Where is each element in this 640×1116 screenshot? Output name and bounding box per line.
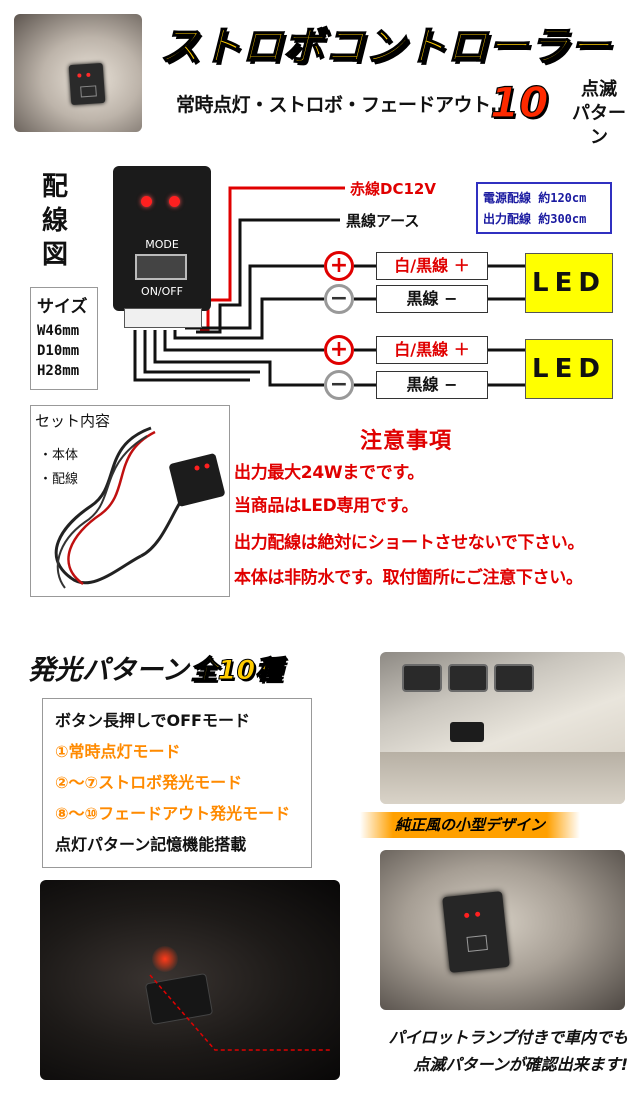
- led-box-1: LED: [525, 253, 613, 313]
- caution-item-1: 出力最大24Wまでです。: [234, 463, 425, 483]
- black-ground-wire: [196, 218, 340, 334]
- dash-vent-left: [402, 664, 442, 692]
- mode-off: ボタン長押しでOFFモード: [55, 711, 250, 730]
- pattern-unit-line2: パターン: [572, 103, 626, 148]
- night-photo: [40, 880, 340, 1080]
- output2-minus-symbol: −: [324, 370, 354, 400]
- installed-switch: [450, 722, 484, 742]
- output2-plus-label: 白/黒線 ＋: [376, 336, 488, 364]
- output2-minus-label: 黒線 −: [376, 371, 488, 399]
- cable-length-specs: 電源配線 約120cm 出力配線 約300cm: [476, 182, 612, 234]
- header-product-photo: [14, 14, 142, 132]
- size-box: サイズ W46mm D10mm H28mm: [30, 287, 98, 390]
- size-height: H28mm: [37, 363, 80, 379]
- device-onoff-label: ON/OFF: [141, 285, 183, 298]
- wiring-diagram-title: 配線図: [41, 172, 68, 270]
- wiring-lines: [133, 186, 525, 387]
- mode-memory: 点灯パターン記憶機能搭載: [55, 835, 247, 854]
- output1-plus-label: 白/黒線 ＋: [376, 252, 488, 280]
- output2-plus-wire: [163, 330, 324, 352]
- output1-minus-wire: [173, 297, 324, 340]
- black-wire-label: 黒線アース: [346, 212, 420, 230]
- pilot-note-line1: パイロットランプ付きで車内でも: [388, 1028, 628, 1047]
- closeup-photo: [380, 850, 625, 1010]
- caution-item-3: 出力配線は絶対にショートさせないで下さい。: [234, 533, 585, 553]
- set-contents-title: セット内容: [35, 412, 111, 430]
- output1-plus-symbol: +: [324, 251, 354, 281]
- pilot-lamp-glow: [152, 946, 178, 972]
- device-connector: [124, 308, 202, 328]
- pattern-section-title: 発光パターン全10種: [28, 648, 283, 687]
- dashboard-photo: [380, 652, 625, 804]
- output1-minus-symbol: −: [324, 284, 354, 314]
- set-item-wiring: ・配線: [39, 472, 79, 487]
- dash-vent-mid: [448, 664, 488, 692]
- pattern-title-accent: 全10種: [190, 655, 283, 687]
- pattern-unit-line1: 点滅: [581, 79, 617, 100]
- pattern-count-unit: 点滅 パターン: [567, 78, 631, 150]
- output2-plus-symbol: +: [324, 335, 354, 365]
- size-title: サイズ: [37, 297, 88, 317]
- page-subtitle: 常時点灯・ストロボ・フェードアウト…: [176, 94, 510, 116]
- caution-item-4: 本体は非防水です。取付箇所にご注意下さい。: [234, 568, 583, 588]
- modes-box: ボタン長押しでOFFモード ①常時点灯モード ②～⑦ストロボ発光モード ⑧～⑩フ…: [42, 698, 312, 868]
- page-title: ストロボコントローラー: [159, 23, 611, 71]
- caution-item-2: 当商品はLED専用です。: [234, 496, 419, 516]
- red-wire-label: 赤線DC12V: [350, 180, 436, 198]
- controller-device: MODE ON/OFF: [113, 166, 211, 311]
- red-power-wire: [200, 186, 345, 332]
- pattern-title-text: 発光パターン: [28, 655, 189, 686]
- mode-steady: ①常時点灯モード: [55, 742, 181, 761]
- device-mode-button: [135, 254, 187, 280]
- led-box-2: LED: [525, 339, 613, 399]
- dash-shelf: [380, 752, 625, 804]
- caution-title: 注意事項: [360, 429, 453, 454]
- output2-minus-wire: [153, 330, 324, 387]
- device-led-right: [169, 196, 180, 207]
- extra-wire-a: [143, 330, 260, 374]
- device-led-left: [141, 196, 152, 207]
- pattern-count: 10: [489, 77, 549, 127]
- size-width: W46mm: [37, 323, 80, 339]
- mode-fadeout: ⑧～⑩フェードアウト発光モード: [55, 804, 291, 823]
- size-depth: D10mm: [37, 343, 80, 359]
- output-cable-length: 出力配線 約300cm: [483, 212, 587, 226]
- design-tag: 純正風の小型デザイン: [360, 812, 580, 838]
- output1-minus-label: 黒線 −: [376, 285, 488, 313]
- pilot-lamp-note: パイロットランプ付きで車内でも 点滅パターンが確認出来ます!: [338, 1024, 628, 1078]
- dash-vent-right: [494, 664, 534, 692]
- pilot-note-line2: 点滅パターンが確認出来ます!: [413, 1055, 629, 1074]
- harness-illustration: [54, 426, 225, 589]
- output1-plus-wire: [185, 264, 324, 330]
- power-cable-length: 電源配線 約120cm: [483, 191, 587, 205]
- set-contents-box: セット内容 ・本体 ・配線: [30, 405, 230, 597]
- extra-wire-b: [133, 330, 250, 382]
- device-mode-label: MODE: [145, 238, 179, 251]
- set-item-body: ・本体: [39, 448, 79, 463]
- mode-strobe: ②～⑦ストロボ発光モード: [55, 773, 243, 792]
